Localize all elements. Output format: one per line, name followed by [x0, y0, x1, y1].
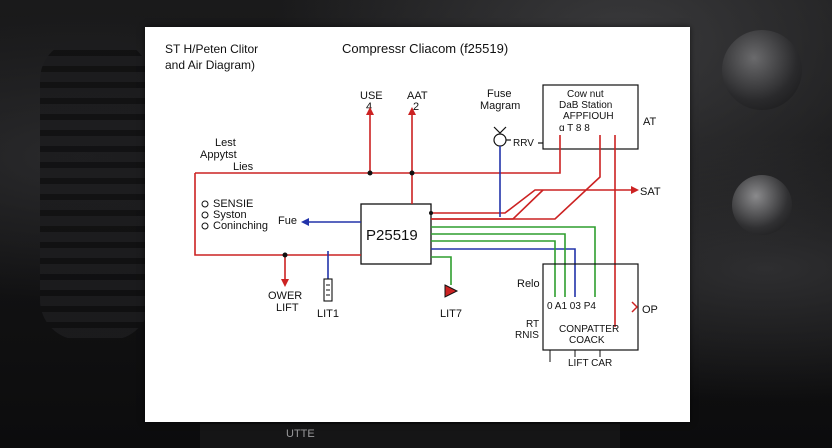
- label-aat: AAT: [407, 90, 428, 102]
- console-strip: [200, 424, 620, 448]
- dial-knob: [722, 30, 802, 110]
- module-line3: AFPFIOUH: [563, 111, 614, 122]
- relay-arrow-icon: [444, 284, 459, 298]
- junction-dot: [429, 211, 433, 215]
- label-lift: LIFT: [276, 302, 299, 314]
- connector-name-2: COACK: [569, 335, 605, 346]
- terminal-circle: [201, 211, 209, 219]
- label-rrv: RRV: [513, 138, 534, 149]
- connector-pins: 0 A1 03 P4: [547, 301, 596, 312]
- arrow-down-icon: [281, 279, 289, 287]
- label-fuse-magram: Magram: [480, 100, 520, 112]
- gear-knob: [732, 175, 792, 235]
- diagram-title: Compressr Cliacom (f25519): [342, 41, 508, 56]
- module-pins: ɑ T 8 8: [559, 123, 590, 134]
- label-lift-car: LIFT CAR: [568, 358, 612, 369]
- label-sensle: SENSIE: [213, 198, 253, 210]
- connector-name-1: CONPATTER: [559, 324, 619, 335]
- label-fuse: Fuse: [487, 88, 511, 100]
- label-lest: Lest: [215, 137, 236, 149]
- label-lit7: LIT7: [440, 308, 462, 320]
- label-coninching: Coninching: [213, 220, 268, 232]
- fuse-lead-icon: [493, 126, 507, 134]
- label-rnis: RNIS: [515, 330, 539, 341]
- green-wires: [431, 226, 596, 297]
- label-sat: SAT: [640, 186, 661, 198]
- arrow-right-icon: [631, 186, 639, 194]
- control-module-label: P25519: [366, 227, 418, 244]
- diagram-subtitle-1: ST H/Peten Clitor: [165, 42, 258, 56]
- arrow-up-icon: [408, 107, 416, 115]
- label-aat-num: 2: [413, 101, 419, 113]
- junction-dot: [282, 252, 288, 258]
- module-line2: DaB Station: [559, 100, 612, 111]
- wiring-diagram: ST H/Peten Clitor and Air Diagram) Compr…: [165, 41, 661, 369]
- label-relo: Relo: [517, 278, 540, 290]
- label-at: AT: [643, 116, 657, 128]
- label-apptst: Appytst: [200, 149, 237, 161]
- label-ower: OWER: [268, 290, 302, 302]
- label-lit1: LIT1: [317, 308, 339, 320]
- terminal-circle: [201, 222, 209, 230]
- air-vent: [40, 40, 150, 340]
- label-fue: Fue: [278, 215, 297, 227]
- terminal-circle: [201, 200, 209, 208]
- arrow-left-icon: [301, 218, 309, 226]
- arrow-up-icon: [366, 107, 374, 115]
- diagram-subtitle-2: and Air Diagram): [165, 58, 255, 72]
- label-use-num: 4: [366, 101, 372, 113]
- console-label: UTTE: [286, 428, 315, 440]
- module-line1: Cow nut: [567, 89, 604, 100]
- battery-icon: [323, 278, 333, 302]
- junction-dot: [409, 170, 415, 176]
- blue-wires: [307, 146, 576, 297]
- label-syston: Syston: [213, 209, 247, 221]
- label-rt: RT: [526, 319, 539, 330]
- red-wires: [194, 113, 633, 327]
- station-module: [542, 84, 639, 150]
- control-module-box: [360, 203, 432, 265]
- label-lies: Lies: [233, 161, 254, 173]
- junction-dot: [367, 170, 373, 176]
- diagram-sheet: ST H/Peten Clitor and Air Diagram) Compr…: [145, 27, 690, 422]
- label-use: USE: [360, 90, 383, 102]
- label-op: OP: [642, 304, 658, 316]
- fuse-icon: [493, 133, 507, 147]
- chevron-right-icon: [631, 301, 639, 313]
